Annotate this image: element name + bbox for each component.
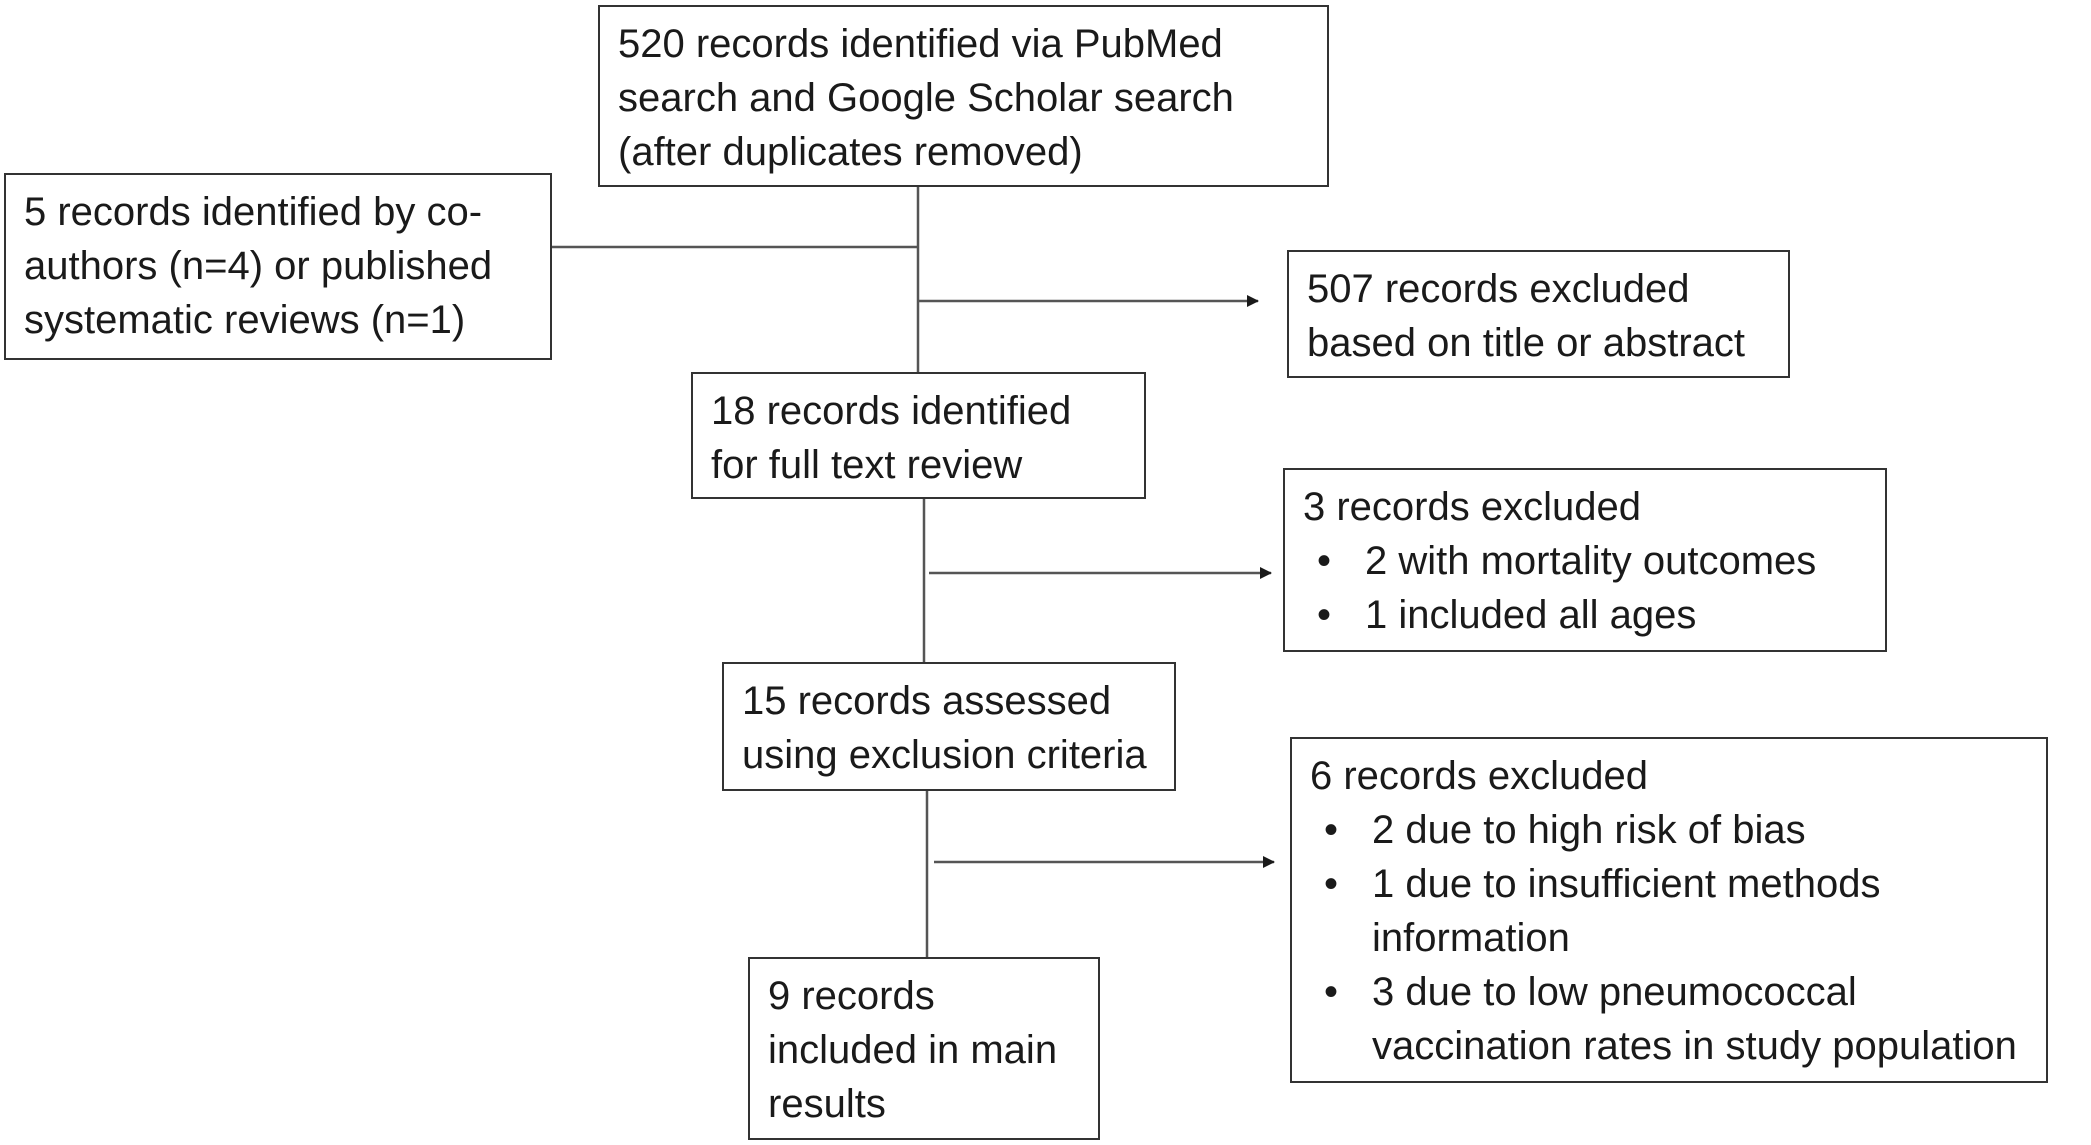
box-line: based on title or abstract (1307, 321, 1746, 365)
box-search-records: 520 records identified via PubMed search… (598, 5, 1329, 187)
box-line: using exclusion criteria (742, 733, 1147, 777)
box-line: 9 records (768, 974, 935, 1018)
box-excluded-title-abstract: 507 records excluded based on title or a… (1287, 250, 1790, 378)
bullet-icon: • (1324, 862, 1339, 906)
list-item-text: information (1372, 916, 1570, 960)
list-item-text: vaccination rates in study population (1372, 1024, 2017, 1068)
box-line: authors (n=4) or published (24, 244, 493, 288)
box-line: results (768, 1082, 886, 1126)
box-assessed-records: 15 records assessed using exclusion crit… (722, 662, 1176, 791)
box-coauthor-records: 5 records identified by co- authors (n=4… (4, 173, 552, 360)
box-line: 15 records assessed (742, 679, 1112, 723)
box-line: 520 records identified via PubMed (618, 22, 1223, 66)
box-heading: 3 records excluded (1303, 485, 1641, 529)
list-item-text: 1 due to insufficient methods (1372, 862, 1881, 906)
list-item-text: 3 due to low pneumococcal (1372, 970, 1857, 1014)
list-item: • 1 due to insufficient methods informatio… (1310, 857, 2028, 965)
list-item-text: 2 due to high risk of bias (1372, 808, 1806, 852)
list-item: • 3 due to low pneumococcal vaccination ra… (1310, 965, 2028, 1073)
bullet-icon: • (1324, 808, 1339, 852)
box-fulltext-review: 18 records identified for full text revi… (691, 372, 1146, 499)
box-line: 18 records identified (711, 389, 1072, 433)
box-line: included in main (768, 1028, 1058, 1072)
bullet-icon: • (1317, 593, 1332, 637)
box-excluded-criteria: 6 records excluded • 2 due to high risk o… (1290, 737, 2048, 1083)
box-line: 5 records identified by co- (24, 190, 483, 234)
box-heading: 6 records excluded (1310, 754, 1648, 798)
list-item: • 2 due to high risk of bias (1310, 803, 2028, 857)
bullet-icon: • (1324, 970, 1339, 1014)
list-item: • 1 included all ages (1303, 588, 1867, 642)
box-line: (after duplicates removed) (618, 130, 1083, 174)
list-item: • 2 with mortality outcomes (1303, 534, 1867, 588)
box-line: search and Google Scholar search (618, 76, 1234, 120)
bullet-icon: • (1317, 539, 1332, 583)
list-item-text: 1 included all ages (1365, 593, 1697, 637)
box-included-records: 9 records included in main results (748, 957, 1100, 1140)
box-line: systematic reviews (n=1) (24, 298, 466, 342)
box-line: for full text review (711, 443, 1023, 487)
list-item-text: 2 with mortality outcomes (1365, 539, 1817, 583)
box-line: 507 records excluded (1307, 267, 1690, 311)
box-excluded-fulltext: 3 records excluded • 2 with mortality out… (1283, 468, 1887, 652)
